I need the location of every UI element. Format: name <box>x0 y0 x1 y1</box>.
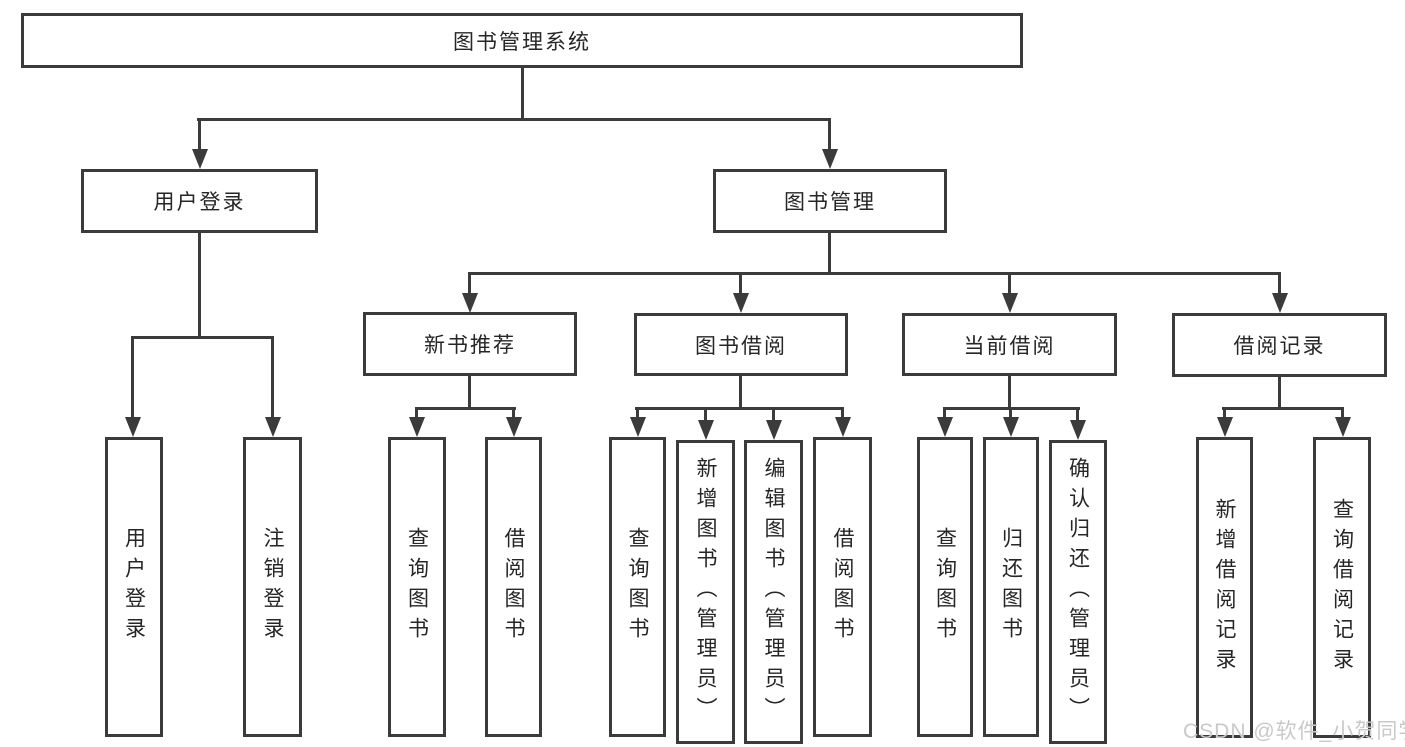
arrow-to-borrow-book-1 <box>505 407 522 437</box>
leaf-borrow-book-1: 借阅图书 <box>485 437 542 737</box>
leaf-borrow-book-2: 借阅图书 <box>813 437 872 737</box>
arrow-to-add-record <box>1216 407 1233 437</box>
leaf-user-login: 用户登录 <box>105 437 163 737</box>
node-borrow-record: 借阅记录 <box>1172 313 1387 377</box>
leaf-add-borrow-record: 新增借阅记录 <box>1196 437 1253 738</box>
leaf-query-borrow-record: 查询借阅记录 <box>1313 437 1371 738</box>
arrow-to-user-login <box>191 118 208 169</box>
leaf-query-book-1: 查询图书 <box>388 437 446 737</box>
arrow-to-query-book-1 <box>408 407 425 437</box>
arrow-to-leaf-user-login <box>124 336 141 437</box>
connector-book-borrow-stub <box>739 374 742 410</box>
leaf-logout: 注销登录 <box>243 437 302 737</box>
connector-new-book-recommend-rail <box>415 407 516 410</box>
arrow-to-add-book <box>697 407 714 440</box>
node-user-login: 用户登录 <box>81 169 318 233</box>
leaf-query-book-3: 查询图书 <box>917 437 973 737</box>
connector-root-stub <box>521 66 524 120</box>
connector-root-rail <box>197 118 831 121</box>
arrow-to-book-borrow <box>732 272 749 313</box>
arrow-to-current-borrow <box>1001 272 1018 313</box>
arrow-to-new-book-recommend <box>461 272 478 313</box>
arrow-to-book-management <box>821 118 838 169</box>
connector-book-borrow-rail <box>635 407 844 410</box>
node-book-management: 图书管理 <box>713 169 947 233</box>
arrow-to-borrow-book-2 <box>834 407 851 437</box>
leaf-query-book-2: 查询图书 <box>609 437 666 737</box>
node-book-borrow: 图书借阅 <box>634 313 848 376</box>
connector-user-login-stub <box>198 231 201 339</box>
node-current-borrow: 当前借阅 <box>902 313 1117 376</box>
leaf-edit-book-admin: 编辑图书（管理员） <box>744 440 803 744</box>
connector-book-management-stub <box>828 231 831 275</box>
arrow-to-borrow-record <box>1271 272 1288 313</box>
node-new-book-recommend: 新书推荐 <box>363 312 577 376</box>
leaf-add-book-admin: 新增图书（管理员） <box>676 440 735 744</box>
arrow-to-query-book-3 <box>936 407 953 437</box>
connector-borrow-record-stub <box>1278 375 1281 410</box>
leaf-confirm-return-admin: 确认归还（管理员） <box>1049 440 1107 744</box>
arrow-to-query-book-2 <box>629 407 646 437</box>
watermark: CSDN @软件_小贺同学 <box>1183 720 1405 743</box>
connector-new-book-recommend-stub <box>468 374 471 410</box>
arrow-to-query-record <box>1334 407 1351 437</box>
arrow-to-edit-book <box>765 407 782 440</box>
connector-book-management-rail <box>468 272 1281 275</box>
arrow-to-leaf-logout <box>264 336 281 437</box>
arrow-to-return-book <box>1002 407 1019 437</box>
connector-user-login-rail <box>131 336 274 339</box>
leaf-return-book: 归还图书 <box>983 437 1039 737</box>
connector-current-borrow-stub <box>1008 374 1011 410</box>
connector-borrow-record-rail <box>1222 407 1344 410</box>
arrow-to-confirm-return <box>1069 407 1086 440</box>
node-library-management-system: 图书管理系统 <box>21 13 1023 68</box>
